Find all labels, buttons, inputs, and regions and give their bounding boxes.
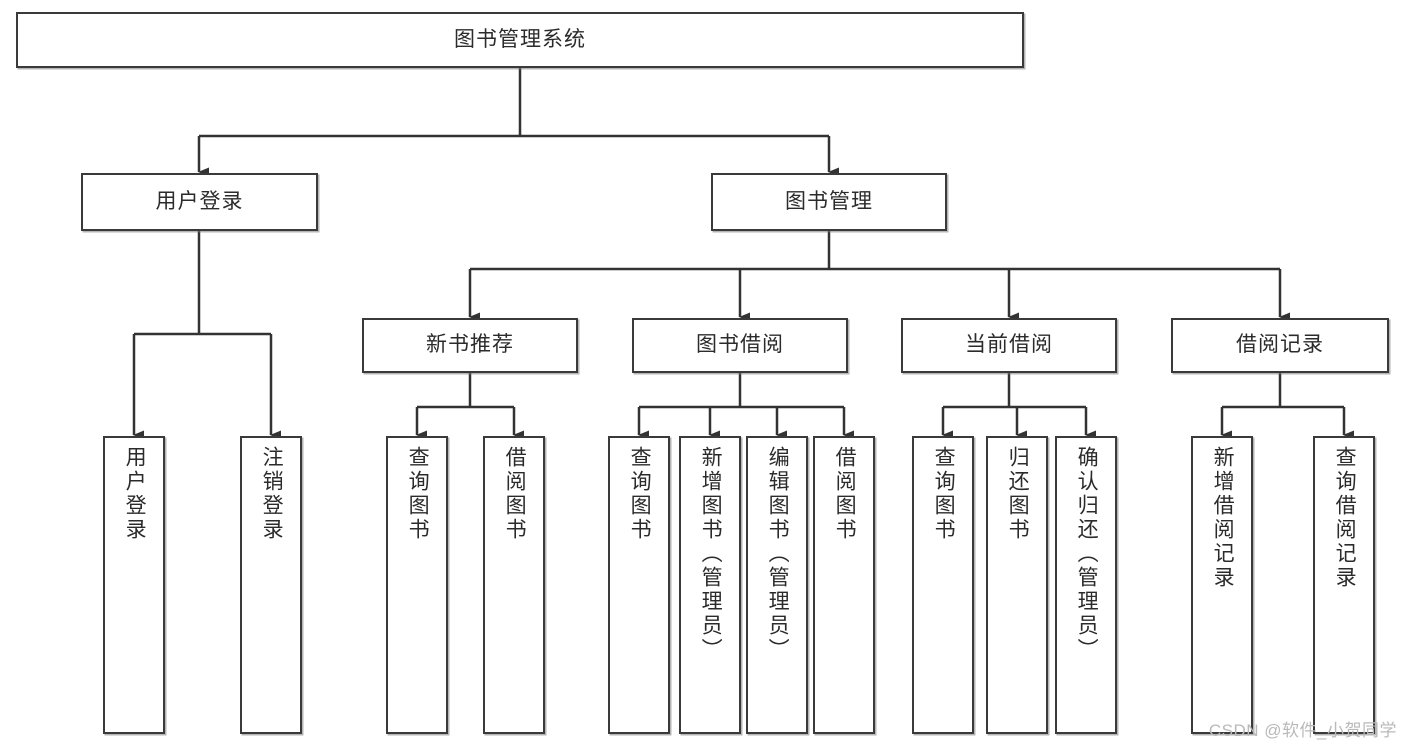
- node-label: 新增借阅记录: [1211, 446, 1235, 590]
- node-leaf-borrow-book-1[interactable]: 借阅图书: [483, 436, 545, 734]
- node-label: 新书推荐: [426, 333, 514, 357]
- node-root[interactable]: 图书管理系统: [16, 12, 1024, 68]
- node-leaf-add-record[interactable]: 新增借阅记录: [1191, 436, 1253, 734]
- node-label: 图书管理系统: [454, 27, 586, 51]
- node-label: 用户登录: [155, 189, 244, 213]
- node-leaf-add-book[interactable]: 新增图书（管理员）: [679, 436, 741, 734]
- node-label: 归还图书: [1006, 446, 1030, 542]
- node-leaf-logout[interactable]: 注销登录: [240, 436, 302, 734]
- node-leaf-edit-book[interactable]: 编辑图书（管理员）: [746, 436, 808, 734]
- node-leaf-query-record[interactable]: 查询借阅记录: [1313, 436, 1375, 734]
- node-label: 当前借阅: [965, 333, 1053, 357]
- node-label: 确认归还（管理员）: [1075, 446, 1099, 662]
- node-leaf-query-book-2[interactable]: 查询图书: [608, 436, 670, 734]
- node-label: 查询借阅记录: [1333, 446, 1357, 590]
- node-book-manage[interactable]: 图书管理: [711, 173, 947, 231]
- node-leaf-query-book-1[interactable]: 查询图书: [386, 436, 448, 734]
- node-label: 查询图书: [628, 446, 652, 542]
- node-label: 注销登录: [260, 446, 284, 542]
- csdn-watermark: CSDN @软件_小贺同学: [1208, 721, 1397, 740]
- node-label: 查询图书: [932, 446, 956, 542]
- node-label: 用户登录: [123, 446, 147, 542]
- node-label: 编辑图书（管理员）: [766, 446, 790, 662]
- node-leaf-confirm-return[interactable]: 确认归还（管理员）: [1055, 436, 1117, 734]
- node-label: 借阅图书: [503, 446, 527, 542]
- node-current-borrow[interactable]: 当前借阅: [901, 318, 1117, 373]
- node-label: 新增图书（管理员）: [699, 446, 723, 662]
- node-label: 借阅记录: [1236, 333, 1324, 357]
- node-leaf-borrow-book-2[interactable]: 借阅图书: [813, 436, 875, 734]
- node-label: 查询图书: [406, 446, 430, 542]
- node-leaf-query-book-3[interactable]: 查询图书: [912, 436, 974, 734]
- node-label: 图书借阅: [696, 333, 784, 357]
- node-label: 图书管理: [785, 189, 873, 213]
- node-user-login[interactable]: 用户登录: [81, 173, 318, 231]
- node-new-book-rec[interactable]: 新书推荐: [362, 318, 578, 373]
- node-leaf-user-login[interactable]: 用户登录: [103, 436, 165, 734]
- node-label: 借阅图书: [833, 446, 857, 542]
- node-book-borrow[interactable]: 图书借阅: [632, 318, 848, 373]
- node-borrow-record[interactable]: 借阅记录: [1171, 318, 1389, 373]
- node-leaf-return-book[interactable]: 归还图书: [986, 436, 1048, 734]
